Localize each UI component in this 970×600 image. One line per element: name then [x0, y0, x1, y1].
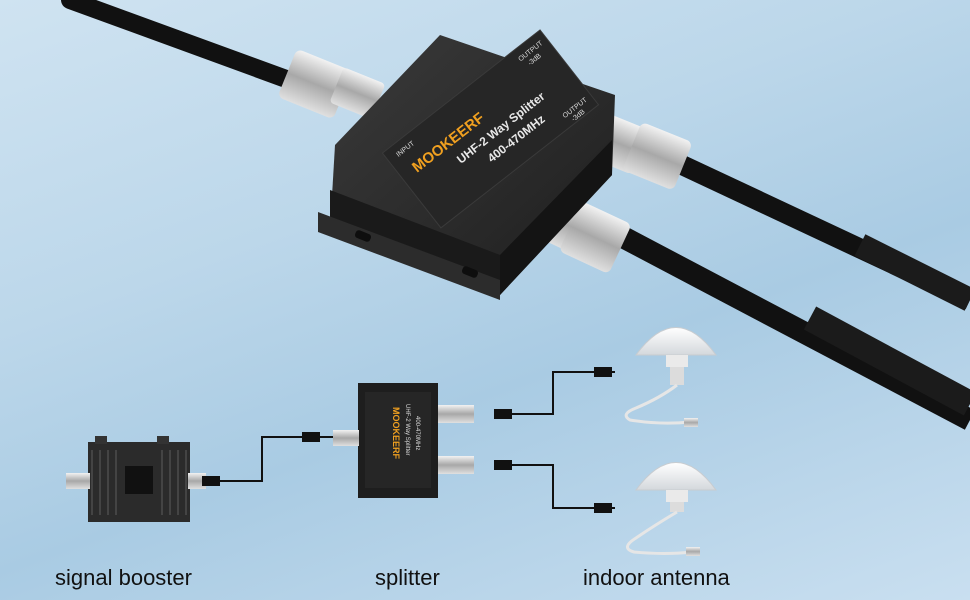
output-cable-lower: [594, 215, 970, 430]
connection-lines: [206, 371, 615, 509]
signal-booster-caption: signal booster: [55, 565, 192, 590]
splitter-device: MOOKEERF UHF-2 Way Splitter 400-470MHz: [333, 383, 474, 498]
indoor-antenna-caption: indoor antenna: [583, 565, 730, 590]
frequency-label-small: 400-470MHz: [414, 416, 420, 450]
indoor-antenna-upper: [624, 327, 717, 427]
label-panel: [381, 29, 600, 229]
brand-label-small: MOOKEERF: [391, 407, 401, 460]
cable-plugs: [202, 367, 612, 513]
large-splitter-photo: MOOKEERF UHF-2 Way Splitter 400-470MHz I…: [61, 0, 970, 430]
indoor-antenna-lower: [626, 462, 717, 556]
splitter-caption: splitter: [375, 565, 440, 590]
signal-booster-device: [66, 436, 206, 522]
input-connector: [279, 50, 385, 119]
model-label-small: UHF-2 Way Splitter: [404, 404, 410, 455]
